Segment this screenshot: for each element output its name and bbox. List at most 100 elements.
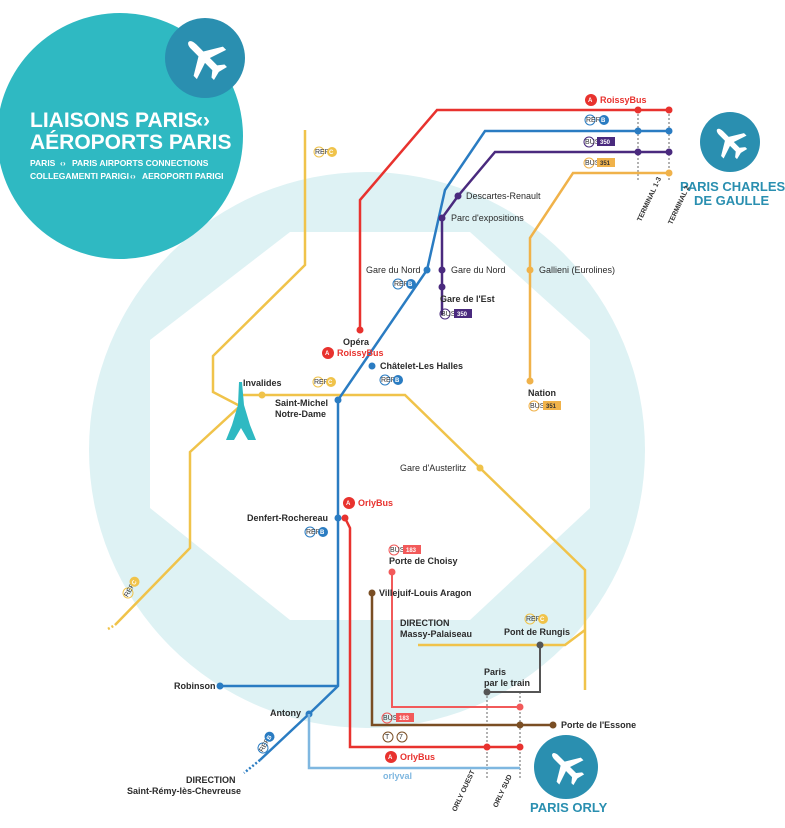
terminal13-label: TERMINAL 1-3: [636, 176, 663, 223]
orlybus-denfert-stop[interactable]: [341, 514, 349, 522]
svg-text:351: 351: [546, 404, 557, 410]
gare-est-label: Gare de l'Est: [440, 294, 495, 304]
gare-du-nord-rer-stop[interactable]: [423, 266, 431, 274]
invalides-stop[interactable]: [258, 391, 266, 399]
cdg-label-1: PARIS CHARLES: [680, 179, 785, 194]
pont-rungis-label: Pont de Rungis: [504, 627, 570, 637]
orlybus-bottom-logo: A OrlyBus: [385, 751, 435, 763]
antony-label: Antony: [270, 708, 301, 718]
orlybus-ouest-stop: [483, 743, 491, 751]
gallieni-stop[interactable]: [526, 266, 534, 274]
svg-text:BUS: BUS: [441, 311, 456, 318]
plane-icon: [716, 128, 748, 160]
svg-text:C: C: [131, 579, 139, 586]
svg-text:RER: RER: [526, 616, 541, 623]
svg-text:183: 183: [406, 548, 417, 554]
title-line2: AÉROPORTS PARIS: [30, 131, 231, 154]
title-line1: LIAISONS PARIS: [30, 109, 198, 132]
subtitle-en-b: PARIS AIRPORTS CONNECTIONS: [72, 158, 209, 168]
tram-7-line: [370, 593, 553, 727]
pont-rungis-stop[interactable]: [536, 641, 544, 649]
orlyval-line: [307, 714, 520, 770]
gare-du-nord-label: Gare du Nord: [451, 265, 506, 275]
descartes-stop[interactable]: [454, 192, 462, 200]
arrows-icon: ‹›: [196, 109, 210, 132]
rer-c-line: [114, 130, 307, 626]
gare-du-nord-stop[interactable]: [438, 266, 446, 274]
cdg-label-2: DE GAULLE: [694, 193, 769, 208]
saint-michel-label-2: Notre-Dame: [275, 409, 326, 419]
villejuif-label: Villejuif-Louis Aragon: [379, 588, 472, 598]
peripherique-octagon: [150, 232, 590, 620]
direction-massy-1: DIRECTION: [400, 618, 450, 628]
rungis-rer-badge: RER C: [524, 613, 548, 625]
austerlitz-stop[interactable]: [476, 464, 484, 472]
paris-train-label-1: Paris: [484, 667, 506, 677]
orly-ouest-label: ORLY OUEST: [451, 769, 477, 813]
villejuif-stop[interactable]: [368, 589, 376, 597]
roissybus-terminal: [665, 106, 673, 114]
descartes-label: Descartes-Renault: [466, 191, 541, 201]
svg-text:B: B: [320, 530, 325, 536]
bus-351-terminal: [665, 169, 673, 177]
roissybus-line: [358, 108, 669, 330]
tram-7-orly-stop: [516, 721, 524, 729]
svg-text:RoissyBus: RoissyBus: [600, 95, 647, 105]
direction-srlc-2: Saint-Rémy-lès-Chevreuse: [127, 786, 241, 796]
rer-c-rungis: [418, 629, 586, 647]
bus-350-terminal: [634, 148, 642, 156]
svg-text:BUS: BUS: [585, 160, 600, 167]
parc-stop[interactable]: [438, 214, 446, 222]
svg-text:B: B: [601, 118, 606, 124]
gare-est-stop[interactable]: [438, 283, 446, 291]
bus-183-orly-badge: BUS 183: [381, 712, 414, 724]
rer-c-badge: RER C: [313, 146, 337, 158]
orly-sud-label: ORLY SUD: [492, 774, 513, 809]
eiffel-tower-icon: [226, 382, 256, 440]
svg-text:B: B: [266, 734, 274, 741]
nation-stop[interactable]: [526, 377, 534, 385]
svg-text:A: A: [346, 501, 351, 507]
saint-michel-label-1: Saint-Michel: [275, 398, 328, 408]
svg-text:C: C: [329, 150, 334, 156]
subtitle-it-b: AEROPORTI PARIGI: [142, 171, 224, 181]
arrows-icon: ‹›: [60, 158, 66, 168]
saint-michel-stop[interactable]: [334, 396, 342, 404]
bus-351-badge: BUS 351: [583, 157, 615, 169]
opera-label: Opéra: [343, 337, 370, 347]
porte-essonne-stop[interactable]: [549, 721, 557, 729]
chatelet-stop[interactable]: [368, 362, 376, 370]
porte-choisy-stop[interactable]: [388, 568, 396, 576]
gare-du-nord-rer-badge: RER B: [392, 278, 416, 290]
denfert-stop[interactable]: [334, 514, 342, 522]
direction-massy-2: Massy-Palaiseau: [400, 629, 472, 639]
gallieni-label: Gallieni (Eurolines): [539, 265, 615, 275]
svg-text:RER: RER: [586, 117, 601, 124]
orlybus-line: [343, 517, 520, 749]
svg-text:RER: RER: [381, 377, 396, 384]
rer-c-dots: [107, 623, 116, 631]
tram-7-badge: T 7: [382, 731, 408, 743]
svg-text:BUS: BUS: [585, 139, 600, 146]
bus-351-line: [528, 171, 669, 381]
nation-bus-badge: BUS 351: [528, 400, 561, 412]
svg-text:351: 351: [600, 161, 611, 167]
opera-stop[interactable]: [356, 326, 364, 334]
subtitle-en-a: PARIS: [30, 158, 56, 168]
svg-text:RER: RER: [394, 281, 409, 288]
svg-text:A: A: [388, 755, 393, 761]
rer-b-badge: RER B: [584, 114, 609, 126]
robinson-stop[interactable]: [216, 682, 224, 690]
paris-train-label-2: par le train: [484, 678, 530, 688]
roissybus-terminal: [634, 106, 642, 114]
orlybus-logo: A OrlyBus: [343, 497, 393, 509]
chatelet-rer-badge: RER B: [379, 374, 403, 386]
opera-roissybus-logo: A RoissyBus: [322, 347, 384, 359]
rer-b-terminal: [634, 127, 642, 135]
gare-est-bus-badge: BUS 350: [439, 308, 472, 320]
svg-text:RER: RER: [314, 379, 329, 386]
invalides-rer-badge: RER C: [312, 376, 336, 388]
parc-label: Parc d'expositions: [451, 213, 524, 223]
svg-text:7: 7: [399, 734, 403, 741]
